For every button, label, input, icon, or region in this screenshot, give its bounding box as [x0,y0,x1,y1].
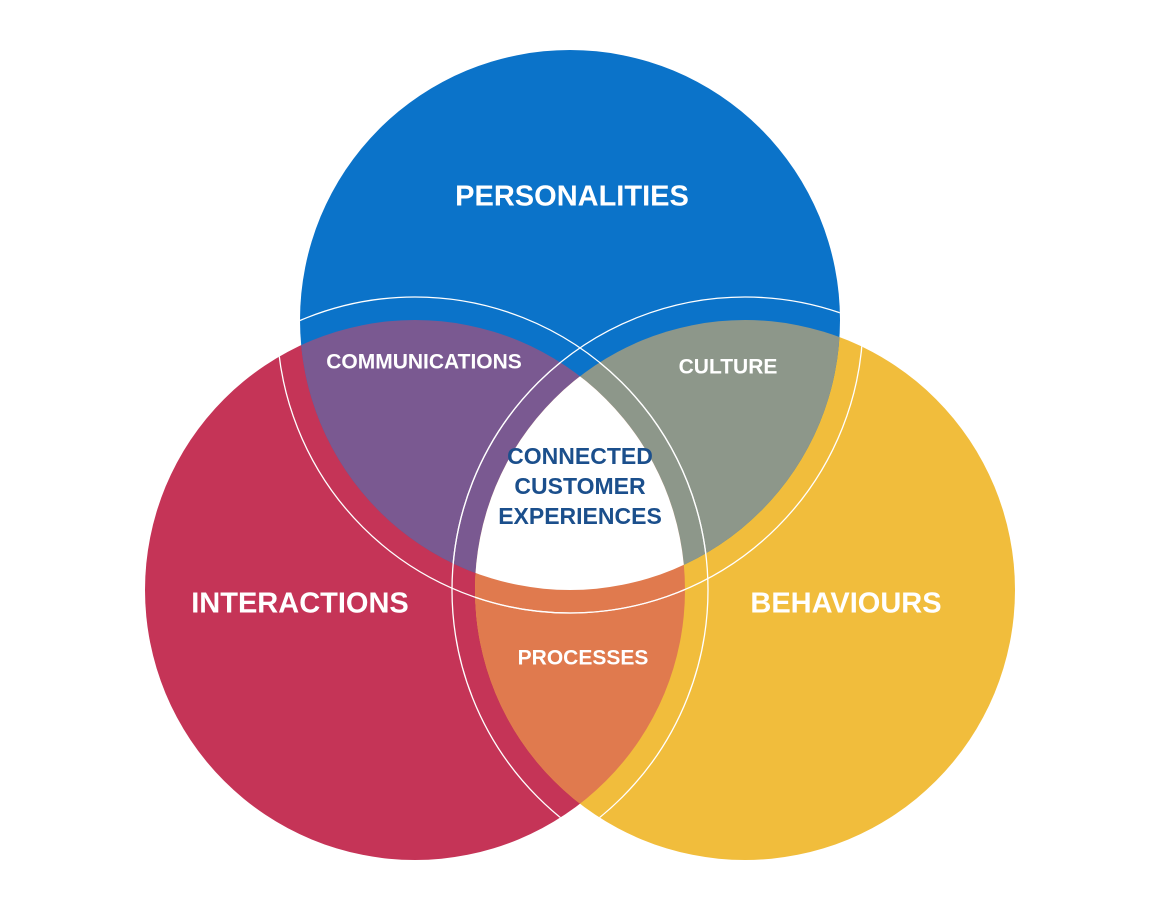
label-processes: PROCESSES [518,647,649,670]
outline-ring-left-2 [475,320,709,860]
label-culture: CULTURE [679,356,778,379]
label-communications: COMMUNICATIONS [326,351,522,374]
center-label-line-2: CUSTOMER [514,473,646,499]
outline-ring-top-2 [475,320,864,614]
label-interactions: INTERACTIONS [191,588,409,620]
label-personalities: PERSONALITIES [455,181,689,213]
center-label-line-1: CONNECTED [507,443,653,469]
outline-ring-right-2 [451,320,685,860]
center-label-line-3: EXPERIENCES [498,503,662,529]
label-behaviours: BEHAVIOURS [750,588,941,620]
overlap-center [475,320,685,590]
outline-ring-right [451,296,840,590]
outline-ring-left [300,296,709,590]
